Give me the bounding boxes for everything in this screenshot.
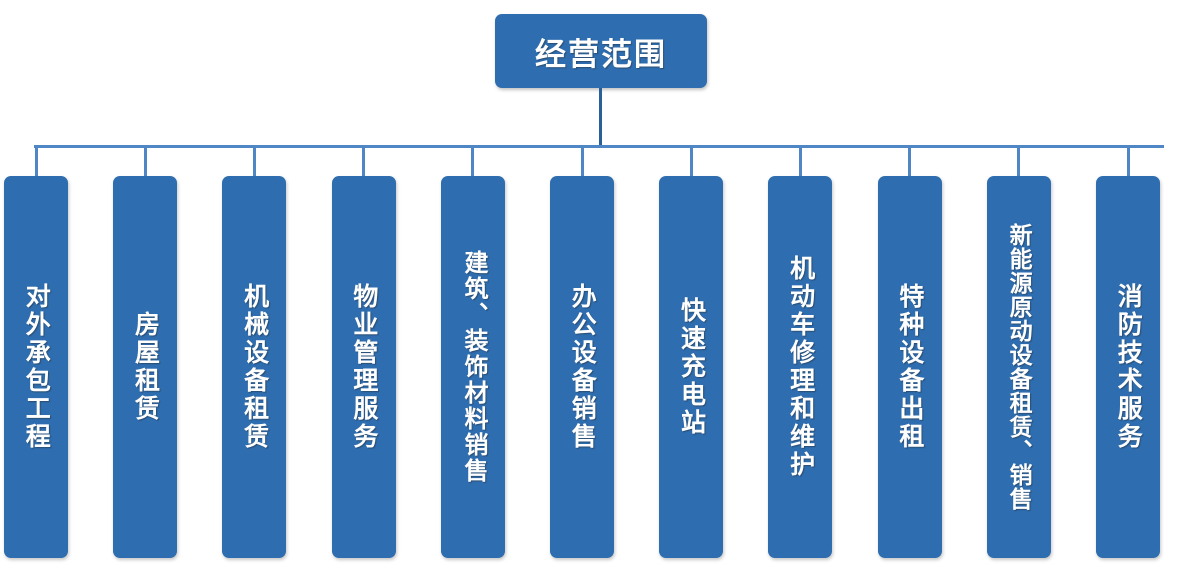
leaf-node[interactable]: 消防技术服务 xyxy=(1096,176,1160,558)
leaf-node-label: 房屋租赁 xyxy=(131,311,160,423)
connector-drop xyxy=(471,146,475,177)
leaf-node-label: 办公设备销售 xyxy=(568,283,597,451)
connector-drop xyxy=(580,146,584,177)
root-node[interactable]: 经营范围 xyxy=(495,14,707,88)
connector-drop xyxy=(143,146,147,177)
leaf-node[interactable]: 对外承包工程 xyxy=(4,176,68,558)
leaf-node-label: 机械设备租赁 xyxy=(240,283,269,451)
leaf-node[interactable]: 机械设备租赁 xyxy=(222,176,287,558)
leaf-node-label: 新能源原动设备租赁、销售 xyxy=(1006,223,1033,511)
connector-drop xyxy=(689,146,693,177)
leaf-node-label: 建筑、装饰材料销售 xyxy=(459,250,487,484)
leaf-node-label: 机动车修理和维护 xyxy=(786,255,815,479)
leaf-node-label: 消防技术服务 xyxy=(1114,283,1143,451)
connector-drop xyxy=(362,146,366,177)
connector-drop xyxy=(1126,146,1130,177)
connector-root-stem xyxy=(599,88,602,147)
connector-drop xyxy=(34,146,38,177)
leaf-node-label: 对外承包工程 xyxy=(22,283,51,451)
leaf-node[interactable]: 物业管理服务 xyxy=(331,176,396,558)
connector-drop xyxy=(798,146,802,177)
connector-horizontal-bus xyxy=(34,145,1164,148)
leaf-node[interactable]: 机动车修理和维护 xyxy=(768,176,833,558)
leaf-node[interactable]: 房屋租赁 xyxy=(113,176,178,558)
connector-drop xyxy=(908,146,912,177)
leaf-node[interactable]: 办公设备销售 xyxy=(550,176,614,558)
leaf-node-label: 特种设备出租 xyxy=(895,283,924,451)
leaf-node[interactable]: 快速充电站 xyxy=(659,176,724,558)
leaf-node-label: 快速充电站 xyxy=(677,297,706,437)
connector-drop xyxy=(252,146,256,177)
leaf-node-label: 物业管理服务 xyxy=(349,283,378,451)
root-node-label: 经营范围 xyxy=(535,36,667,72)
leaf-node[interactable]: 建筑、装饰材料销售 xyxy=(440,176,505,558)
leaf-node[interactable]: 特种设备出租 xyxy=(877,176,942,558)
connector-drop xyxy=(1017,146,1021,177)
leaf-node[interactable]: 新能源原动设备租赁、销售 xyxy=(986,176,1051,558)
